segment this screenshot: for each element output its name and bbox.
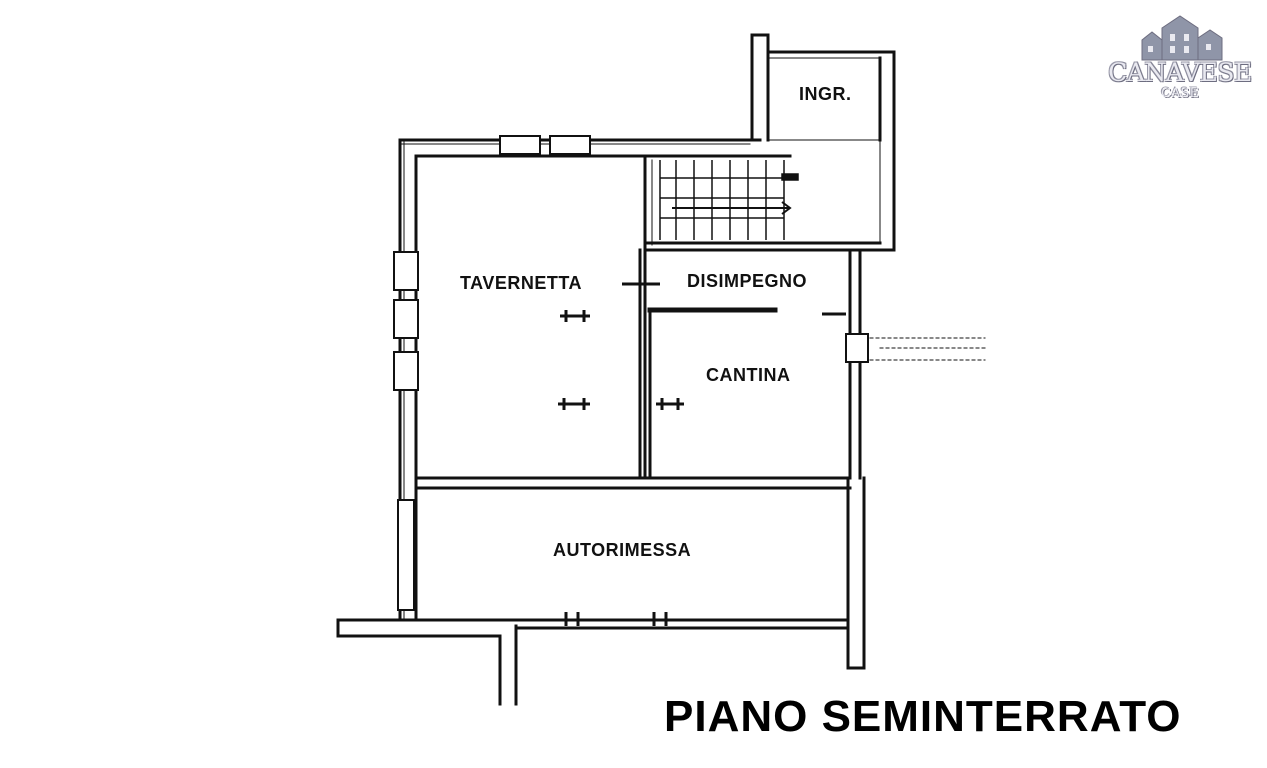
room-label-disimpegno: DISIMPEGNO: [687, 271, 808, 291]
windows: [393, 135, 869, 611]
fixture-symbols: [558, 282, 846, 626]
garage-top-wall: [414, 476, 852, 490]
window-top-2: [549, 135, 591, 155]
window-left-4: [397, 499, 415, 611]
terrace-lines: [863, 337, 986, 361]
logo-subtitle: CASE: [1161, 86, 1199, 101]
window-left-1: [393, 251, 419, 291]
room-label-cantina: CANTINA: [706, 365, 791, 385]
window-left-2: [393, 299, 419, 339]
logo-wordmark: CANAVESE: [1108, 58, 1252, 87]
stair-walls: [643, 154, 896, 480]
entry-walls: [750, 33, 896, 252]
interior-walls: [638, 248, 778, 480]
outer-wall-right: [846, 248, 866, 670]
outer-wall-bottom: [336, 618, 850, 706]
company-logo: CANAVESE CASE: [1104, 14, 1256, 102]
plan-title: PIANO SEMINTERRATO: [664, 692, 1182, 741]
room-label-tavernetta: TAVERNETTA: [460, 273, 582, 293]
window-left-3: [393, 351, 419, 391]
room-label-autorimessa: AUTORIMESSA: [553, 540, 692, 560]
walls: [336, 33, 986, 706]
logo-houses-icon: [1141, 15, 1223, 61]
window-right-1: [845, 333, 869, 363]
room-label-ingresso: INGR.: [799, 84, 852, 104]
staircase: [659, 160, 799, 240]
window-top-1: [499, 135, 541, 155]
